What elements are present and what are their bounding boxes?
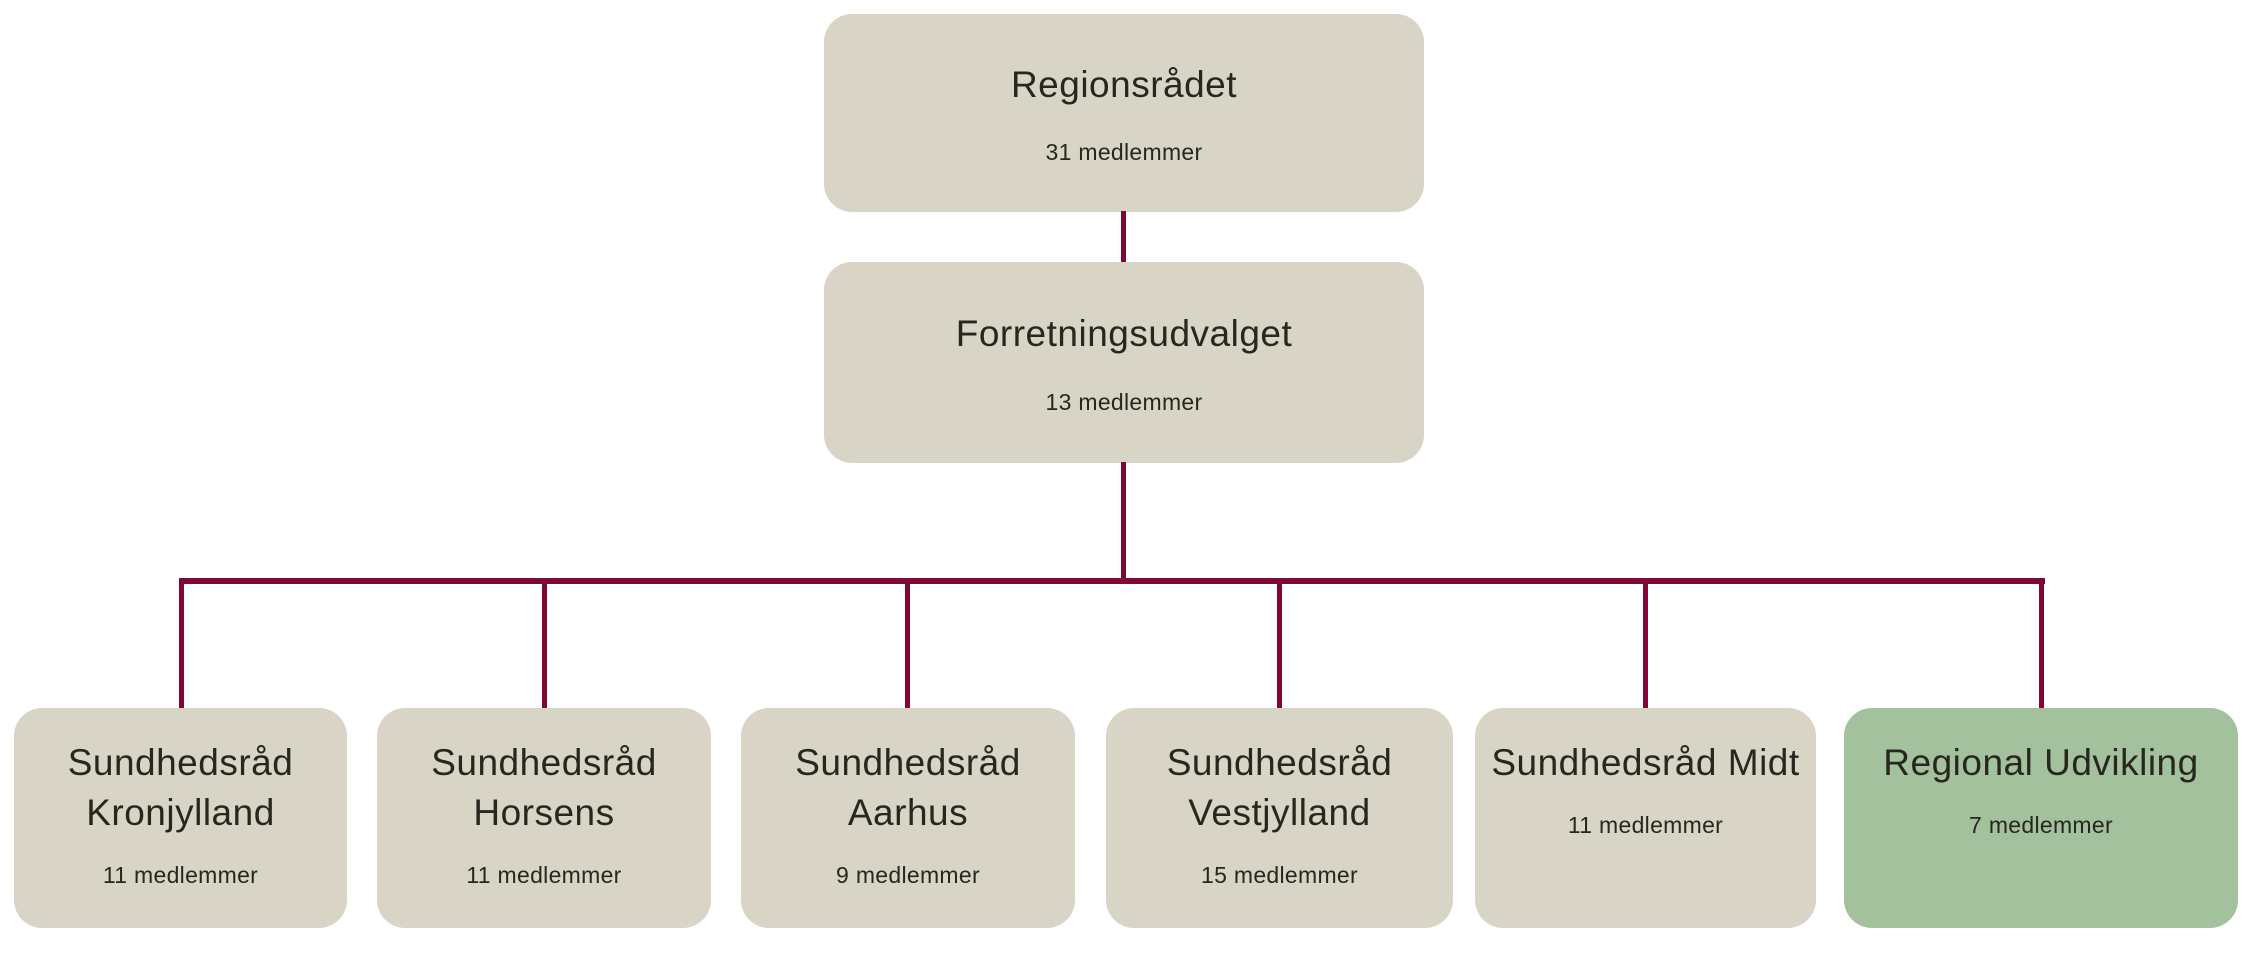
connector-executive-to-bar — [1121, 462, 1126, 580]
node-title: Forretningsudvalget — [955, 313, 1293, 355]
node-subtitle: 11 medlemmer — [102, 861, 259, 888]
org-node-regionsraadet: Regionsrådet 31 medlemmer — [824, 14, 1424, 212]
connector-drop-regional-udvikling — [2039, 583, 2044, 709]
node-title: Regionsrådet — [1010, 63, 1238, 105]
org-node-sundhedsraad-aarhus: Sundhedsråd Aarhus 9 medlemmer — [741, 708, 1075, 928]
org-node-sundhedsraad-kronjylland: Sundhedsråd Kronjylland 11 medlemmer — [14, 708, 347, 928]
node-subtitle: 13 medlemmer — [1045, 388, 1203, 415]
node-subtitle: 11 medlemmer — [466, 861, 622, 888]
node-title: Sundhedsråd Aarhus — [795, 742, 1021, 833]
connector-drop-aarhus — [905, 583, 910, 709]
connector-root-to-executive — [1121, 211, 1126, 263]
connector-drop-kronjylland — [179, 583, 184, 709]
node-subtitle: 7 medlemmer — [1969, 811, 2113, 838]
node-subtitle: 9 medlemmer — [836, 861, 980, 888]
node-subtitle: 15 medlemmer — [1201, 861, 1358, 888]
org-node-sundhedsraad-midt: Sundhedsråd Midt 11 medlemmer — [1475, 708, 1816, 928]
org-node-sundhedsraad-vestjylland: Sundhedsråd Vestjylland 15 medlemmer — [1106, 708, 1453, 928]
connector-drop-vestjylland — [1277, 583, 1282, 709]
node-title: Sundhedsråd Midt — [1491, 742, 1800, 783]
connector-horizontal-bar — [179, 578, 2045, 584]
node-title: Sundhedsråd Vestjylland — [1166, 742, 1393, 833]
org-node-forretningsudvalget: Forretningsudvalget 13 medlemmer — [824, 262, 1424, 463]
node-title: Sundhedsråd Kronjylland — [67, 742, 294, 833]
org-node-sundhedsraad-horsens: Sundhedsråd Horsens 11 medlemmer — [377, 708, 711, 928]
node-subtitle: 11 medlemmer — [1567, 811, 1724, 838]
connector-drop-horsens — [542, 583, 547, 709]
connector-drop-midt — [1643, 583, 1648, 709]
org-node-regional-udvikling: Regional Udvikling 7 medlemmer — [1844, 708, 2238, 928]
node-subtitle: 31 medlemmer — [1045, 139, 1203, 166]
node-title: Sundhedsråd Horsens — [431, 742, 657, 833]
node-title: Regional Udvikling — [1883, 742, 2199, 783]
